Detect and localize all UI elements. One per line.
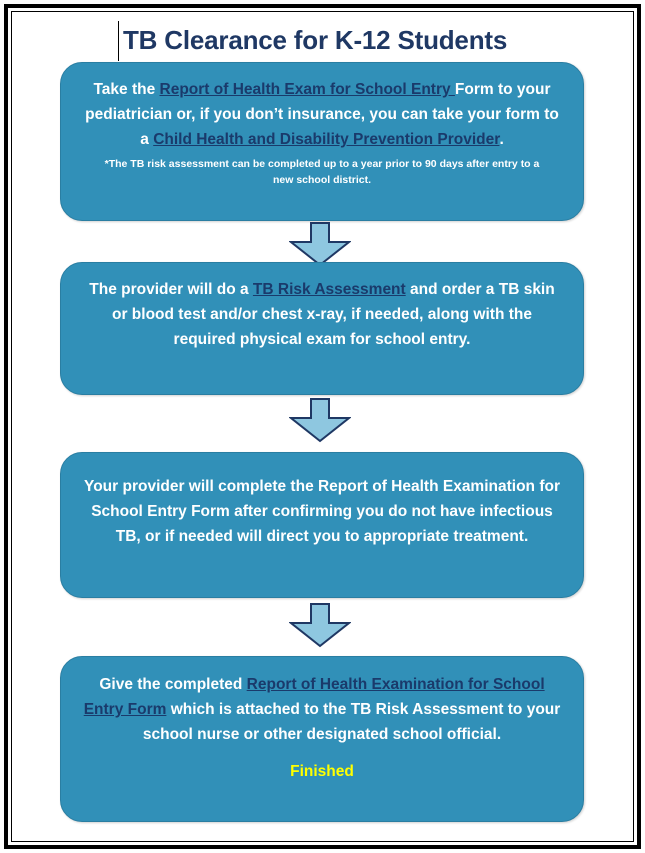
step-3-text: Your provider will complete the Report o… — [61, 474, 583, 549]
finished-label: Finished — [290, 763, 354, 780]
step-1-text: Take the Report of Health Exam for Schoo… — [61, 77, 583, 152]
step-1-footnote: *The TB risk assessment can be completed… — [104, 158, 540, 186]
hyperlink-2[interactable]: Report of Health Examination for School … — [83, 676, 545, 718]
page-title: TB Clearance for K-12 Students — [123, 25, 508, 55]
down-arrow-icon-2 — [289, 398, 351, 443]
text-run-1: The provider will do a — [89, 281, 253, 298]
text-run-1: Your provider will complete the Report o… — [84, 478, 560, 545]
text-run-3: and order a TB skin or blood test and/or… — [112, 281, 555, 348]
step-4-text: Give the completed Report of Health Exam… — [61, 672, 583, 747]
text-cursor-caret — [118, 21, 119, 61]
text-run-3: which is attached to the TB Risk Assessm… — [142, 701, 561, 743]
down-arrow-icon-3 — [289, 603, 351, 648]
flowchart-step-1: Take the Report of Health Exam for Schoo… — [60, 62, 584, 221]
hyperlink-2[interactable]: TB Risk Assessment — [252, 281, 406, 298]
hyperlink-4[interactable]: Child Health and Disability Prevention P… — [153, 131, 500, 148]
flowchart-step-3: Your provider will complete the Report o… — [60, 452, 584, 598]
text-run-1: Take the — [93, 81, 160, 98]
text-run-5: . — [499, 131, 504, 148]
hyperlink-2[interactable]: Report of Health Exam for School Entry — [159, 81, 455, 98]
text-run-1: Give the completed — [99, 676, 247, 693]
flowchart-step-2: The provider will do a TB Risk Assessmen… — [60, 262, 584, 395]
down-arrow-icon-1 — [289, 222, 351, 267]
page-title-container: TB Clearance for K-12 Students — [105, 20, 575, 62]
flowchart-step-4: Give the completed Report of Health Exam… — [60, 656, 584, 822]
step-2-text: The provider will do a TB Risk Assessmen… — [61, 277, 583, 352]
text-run-3: Form to your pediatrician or, if you don… — [85, 81, 559, 148]
